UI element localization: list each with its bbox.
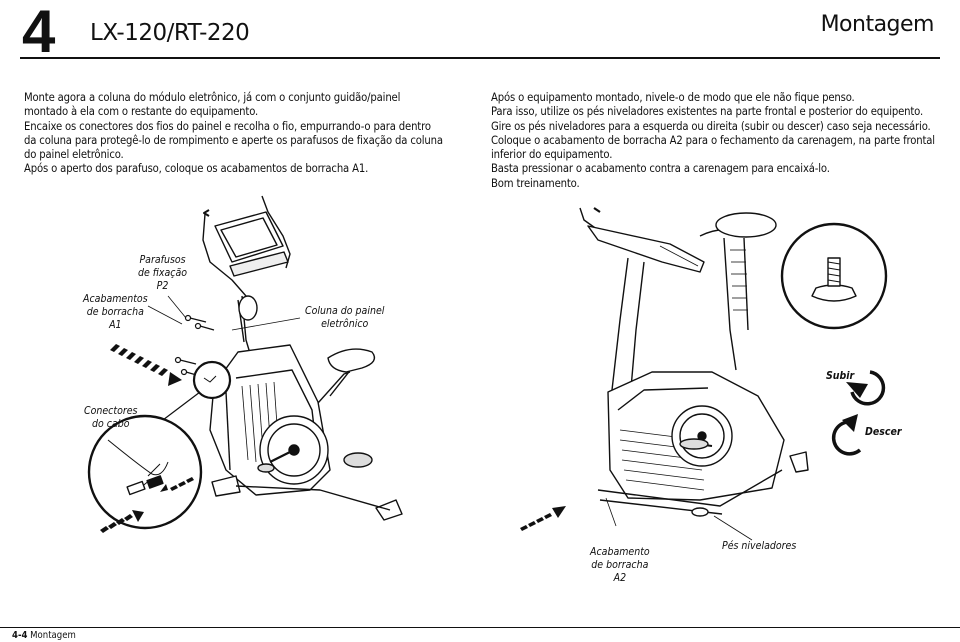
text-line: Após o equipamento montado, nivele-o de …: [491, 91, 855, 104]
connectors-label: Conectores do cabo: [84, 405, 138, 430]
left-bike-illustration: [87, 195, 403, 530]
right-bike-illustration: [579, 207, 888, 541]
chapter-number: 4: [22, 0, 55, 65]
text-line: Monte agora a coluna do módulo eletrônic…: [24, 91, 401, 104]
insert-arrow-icon: [160, 477, 194, 492]
leveling-feet-label: Pés niveladores: [722, 540, 797, 552]
lower-label: Descer: [865, 426, 902, 438]
text-line: Encaixe os conectores dos fios do painel…: [24, 119, 431, 133]
text-line: Gire os pés niveladores para a esquerda …: [491, 119, 931, 133]
page-number: 4-4: [12, 630, 28, 641]
leveling-instructions: Após o equipamento montado, nivele-o de …: [491, 91, 935, 191]
bolts-label: Parafusos de fixação P2: [138, 254, 188, 292]
insert-arrow-icon: [100, 510, 144, 533]
text-line: Para isso, utilize os pés niveladores ex…: [491, 105, 924, 119]
text-line: do painel eletrônico.: [24, 148, 124, 162]
assembly-instructions: Monte agora a coluna do módulo eletrônic…: [24, 91, 443, 177]
text-line: da coluna para protegê-lo de rompimento …: [24, 133, 443, 147]
raise-label: Subir: [826, 370, 855, 382]
footer-section: Montagem: [30, 630, 76, 641]
rotate-down-icon: [831, 420, 862, 456]
rubber-trim-a2-label: Acabamento de borracha A2: [590, 546, 650, 584]
text-line: Bom treinamento.: [491, 176, 580, 190]
section-title: Montagem: [820, 12, 935, 37]
text-line: inferior do equipamento.: [491, 148, 613, 162]
rotate-up-icon: [850, 370, 886, 406]
text-line: montado à ela com o restante do equipame…: [24, 105, 259, 119]
text-line: Basta pressionar o acabamento contra a c…: [491, 162, 830, 176]
footer-rule: [0, 627, 960, 628]
text-line: Após o aperto dos parafuso, coloque os a…: [24, 162, 369, 176]
text-line: Coloque o acabamento de borracha A2 para…: [491, 133, 935, 147]
insert-arrow-icon: [520, 506, 566, 531]
page-footer: 4-4 Montagem: [12, 630, 76, 641]
insert-arrow-icon: [110, 344, 182, 386]
model-title: LX-120/RT-220: [90, 20, 250, 46]
rubber-trim-a1-label: Acabamentos de borracha A1: [83, 293, 148, 331]
header-rule: [20, 57, 940, 59]
column-label: Coluna do painel eletrônico: [305, 305, 385, 330]
